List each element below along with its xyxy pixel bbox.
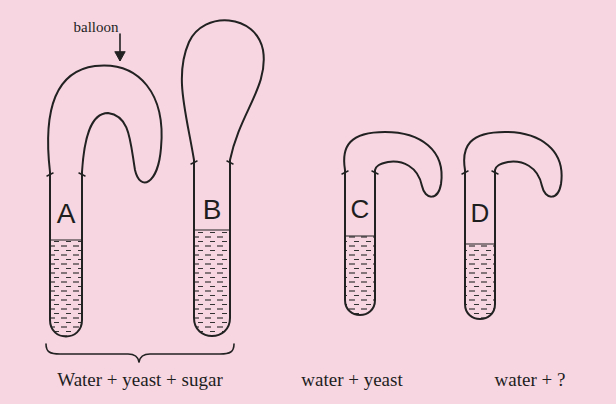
balloon (344, 132, 441, 197)
tube-letter: A (57, 200, 76, 228)
balloon-label: balloon (74, 20, 119, 35)
grouping-brace (46, 344, 234, 362)
contents-label: water + yeast (301, 370, 402, 389)
contents-label: water + ? (495, 370, 566, 389)
test-tube (194, 160, 230, 336)
test-tube (345, 170, 375, 315)
balloon (182, 20, 264, 160)
balloon (464, 132, 561, 197)
tube-letter: C (351, 196, 370, 222)
tube-letter: D (471, 200, 490, 226)
tube-letter: B (203, 196, 222, 224)
balloon (48, 66, 162, 183)
test-tube (50, 172, 82, 337)
test-tube (465, 170, 495, 319)
contents-label: Water + yeast + sugar (57, 370, 223, 389)
